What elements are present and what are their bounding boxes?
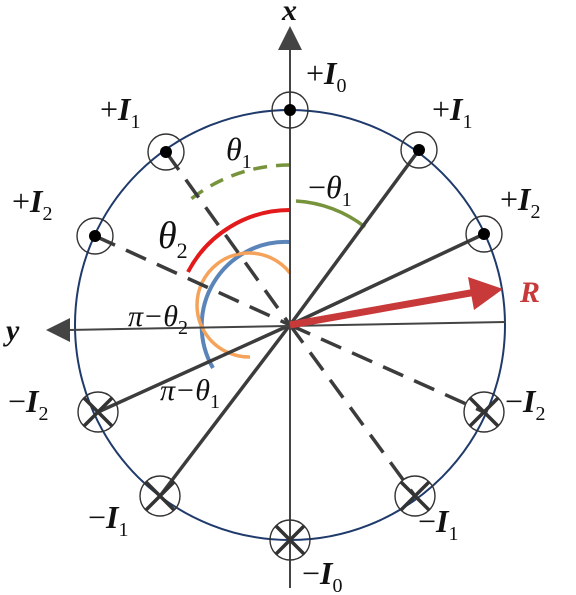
arc-pi-minus-theta1 bbox=[195, 251, 292, 359]
arc-theta2 bbox=[186, 208, 291, 273]
conductor-neg-I2-left bbox=[77, 391, 119, 433]
arc-neg-theta1 bbox=[295, 199, 367, 229]
label-pos-I2-left: +I2 bbox=[12, 183, 53, 225]
line-pos-I1-right bbox=[288, 148, 421, 327]
label-neg-I1-right: −I1 bbox=[418, 503, 459, 545]
x-axis-arrowhead bbox=[278, 26, 302, 50]
label-neg-I2-right: −I2 bbox=[505, 383, 546, 425]
line-pos-I2-left bbox=[94, 234, 291, 327]
arc-theta1 bbox=[189, 163, 291, 201]
line-neg-I2-left bbox=[96, 323, 292, 414]
label-theta1: θ1 bbox=[226, 131, 252, 173]
line-pos-I2-right bbox=[288, 232, 486, 327]
conductor-pos-I2-left bbox=[76, 217, 114, 255]
conductor-neg-I1-right bbox=[394, 475, 436, 517]
conductor-pos-I1-left bbox=[147, 133, 185, 171]
conductor-pos-I0 bbox=[271, 91, 309, 129]
label-pi-minus-theta2: π−θ2 bbox=[128, 300, 188, 339]
conductor-pos-I2-right bbox=[465, 215, 503, 253]
conductor-neg-I0 bbox=[269, 519, 311, 561]
label-pos-I0: +I0 bbox=[306, 55, 347, 97]
label-neg-I0: −I0 bbox=[302, 555, 343, 595]
y-axis-label: y bbox=[3, 314, 20, 347]
vector-R-arrowhead bbox=[468, 277, 503, 310]
label-pos-I1-right: +I1 bbox=[432, 91, 473, 133]
line-neg-I1-left bbox=[158, 323, 292, 498]
label-theta2: θ2 bbox=[158, 215, 188, 263]
line-neg-I1-right bbox=[288, 323, 417, 498]
conductor-neg-I1-left bbox=[139, 475, 181, 517]
vector-R-label: R bbox=[519, 276, 540, 309]
arc-pi-minus-theta2 bbox=[199, 239, 291, 370]
label-pi-minus-theta1: π−θ1 bbox=[160, 374, 220, 413]
label-pos-I2-right: +I2 bbox=[500, 181, 541, 223]
x-axis-label: x bbox=[281, 0, 297, 27]
conductor-neg-I2-right bbox=[463, 391, 505, 433]
y-axis-arrowhead bbox=[46, 318, 70, 342]
y-axis bbox=[67, 321, 506, 331]
label-neg-I1-left: −I1 bbox=[88, 499, 129, 541]
line-pos-I1-left bbox=[164, 150, 292, 327]
label-neg-I2-left: −I2 bbox=[8, 383, 49, 425]
label-pos-I1-left: +I1 bbox=[100, 91, 141, 133]
vector-R-shaft bbox=[289, 288, 477, 329]
conductor-pos-I1-right bbox=[400, 131, 438, 169]
label-neg-theta1: −θ1 bbox=[308, 169, 352, 211]
line-neg-I2-right bbox=[289, 323, 485, 414]
